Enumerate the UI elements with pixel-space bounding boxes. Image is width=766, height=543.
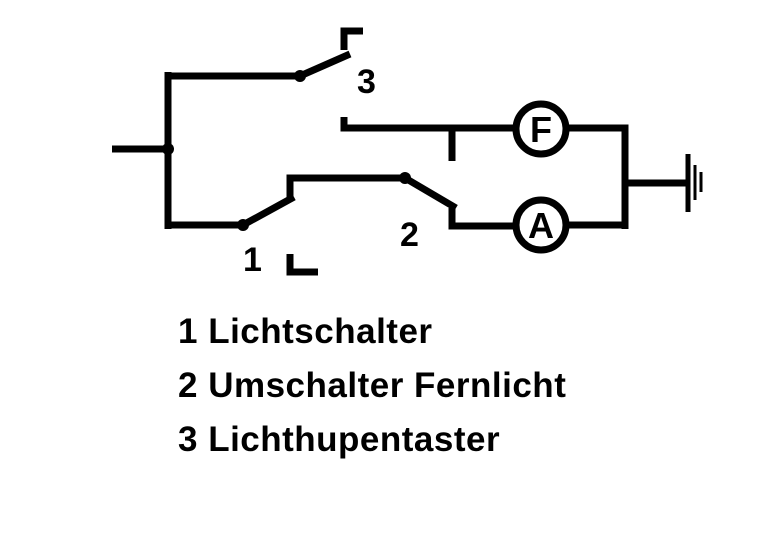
legend-item-1: 1 Lichtschalter — [178, 312, 433, 351]
switch-2-pivot — [399, 172, 411, 184]
lamp-f-circle — [512, 100, 570, 158]
switch-2-label: 2 — [400, 216, 419, 254]
legend-item-3: 3 Lichthupentaster — [178, 420, 501, 459]
switch-3-pivot — [294, 70, 306, 82]
middle-wire — [286, 174, 405, 200]
switch-2-lever — [403, 174, 458, 212]
switch-3-lever — [298, 50, 352, 80]
lamp-a-circle — [512, 196, 570, 254]
low-beam-wire — [448, 208, 515, 230]
switch-3-contact — [340, 27, 363, 50]
ground-icon — [685, 154, 703, 212]
lamp-a-label: A — [528, 205, 554, 246]
switch-3-label: 3 — [357, 63, 376, 101]
junction-dot — [162, 143, 174, 155]
lamp-f-label: F — [530, 109, 552, 150]
high-beam-wire — [340, 117, 515, 132]
switch-1-pivot — [237, 219, 249, 231]
switch-1-lever — [241, 193, 296, 229]
switch-1-contact — [286, 254, 318, 276]
legend-item-2: 2 Umschalter Fernlicht — [178, 366, 567, 405]
right-wire-top — [567, 124, 629, 229]
switch-1-label: 1 — [243, 241, 262, 279]
